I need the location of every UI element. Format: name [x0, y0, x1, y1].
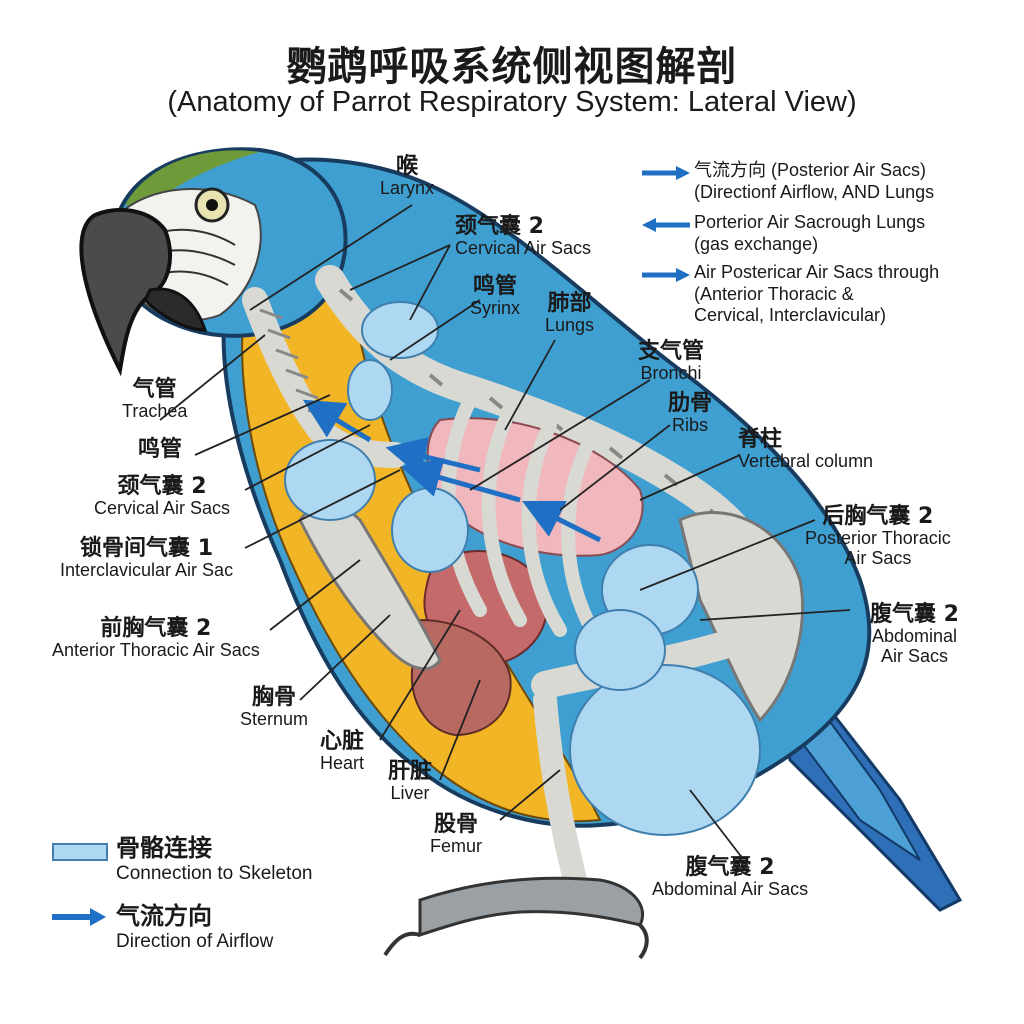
cervical-air-sac-upper: [347, 359, 393, 421]
label-posterior-thoracic: 后胸气囊 2 Posterior Thoracic Air Sacs: [805, 504, 951, 568]
pelvis-shape: [678, 511, 805, 723]
label-anterior-thoracic: 前胸气囊 2 Anterior Thoracic Air Sacs: [52, 616, 260, 661]
airflow-right-icon: [642, 166, 690, 180]
label-trachea: 气管 Trachea: [122, 377, 188, 422]
leader-lines: [159, 204, 851, 856]
airflow-arrows: [302, 399, 602, 543]
label-femur: 股骨 Femur: [430, 812, 483, 857]
interclavicular-air-sac: [391, 487, 469, 573]
airflow-notes: 气流方向 (Posterior Air Sacs)(Directionf Air…: [642, 160, 1022, 330]
title-chinese: 鹦鹉呼吸系统侧视图解剖: [286, 44, 738, 90]
parrot-foot: [418, 876, 645, 938]
airflow-note-1-line2: (Directionf Airflow, AND Lungs: [694, 181, 935, 202]
airflow-left-icon: [642, 218, 690, 232]
abdominal-air-sac: [569, 664, 761, 836]
title-english: (Anatomy of Parrot Respiratory System: L…: [167, 86, 857, 118]
label-syrinx-top: 鸣管 Syrinx: [470, 274, 521, 319]
label-cervical-air-sacs-left: 颈气囊 2 Cervical Air Sacs: [94, 474, 231, 519]
cervical-air-sac-top: [361, 301, 439, 359]
airflow-arrow-icon: [52, 908, 106, 926]
label-syrinx-left: 鸣管: [138, 437, 183, 462]
beak: [79, 208, 172, 377]
air-sacs-group: [284, 301, 761, 836]
label-liver: 肝脏 Liver: [388, 759, 433, 804]
airflow-note-3-line1: Air Postericar Air Sacs through: [694, 262, 940, 282]
airflow-note-3-line3: Cervical, Interclavicular): [694, 305, 887, 326]
label-abdominal-right: 腹气囊 2 Abdominal Air Sacs: [870, 602, 959, 666]
label-vertebral-column: 脊柱 Vertebral column: [738, 427, 874, 472]
label-heart: 心脏 Heart: [320, 729, 365, 774]
abdominal-air-sac-upper: [574, 609, 666, 691]
label-cervical-air-sacs-top: 颈气囊 2 Cervical Air Sacs: [455, 214, 592, 259]
label-abdominal-bottom: 腹气囊 2 Abdominal Air Sacs: [652, 855, 809, 900]
cervical-air-sac-left: [284, 439, 376, 521]
airflow-right-icon: [642, 268, 690, 282]
head-green-crown: [125, 150, 260, 205]
leg-bone: [533, 688, 587, 892]
label-lungs: 肺部 Lungs: [545, 291, 595, 336]
label-interclavicular: 锁骨间气囊 1 Interclavicular Air Sac: [60, 536, 234, 581]
airflow-note-1-line1: 气流方向 (Posterior Air Sacs): [694, 160, 927, 180]
label-bronchi: 支气管 Bronchi: [638, 339, 705, 384]
airflow-note-2-line2: (gas exchange): [694, 233, 819, 254]
airflow-note-2-line1: Porterior Air Sacrough Lungs: [694, 212, 926, 232]
label-larynx: 喉 Larynx: [380, 154, 435, 199]
airflow-note-3-line2: (Anterior Thoracic &: [694, 283, 854, 304]
label-ribs: 肋骨 Ribs: [668, 391, 713, 436]
air-sac-swatch: [52, 843, 108, 861]
label-sternum: 胸骨 Sternum: [240, 685, 309, 730]
